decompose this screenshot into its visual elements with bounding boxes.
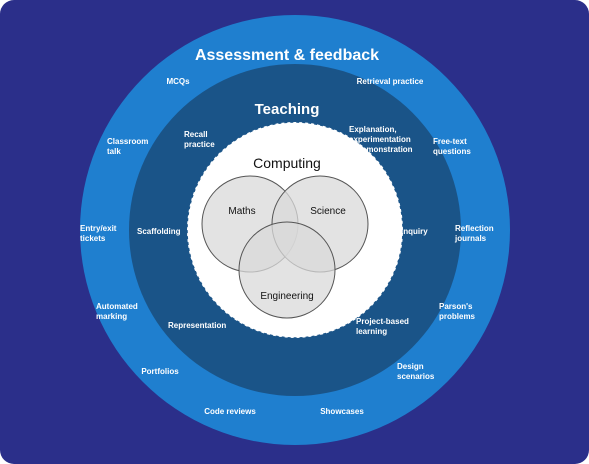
label-inquiry: Inquiry <box>401 227 428 236</box>
label-code-reviews: Code reviews <box>204 407 256 416</box>
label-portfolios: Portfolios <box>141 367 179 376</box>
label-retrieval-practice: Retrieval practice <box>357 77 424 86</box>
label-design-scenarios: Design scenarios <box>397 362 435 381</box>
label-parsons-problems: Parson's problems <box>439 302 476 321</box>
computing-title: Computing <box>253 155 321 171</box>
venn-label-maths: Maths <box>228 206 255 217</box>
label-scaffolding: Scaffolding <box>137 227 181 236</box>
label-representation: Representation <box>168 321 226 330</box>
label-reflection-journals: Reflection journals <box>454 224 496 243</box>
assessment-title: Assessment & feedback <box>195 47 379 64</box>
label-explanation: Explanation, experimentation & demonstra… <box>349 125 413 154</box>
label-free-text-questions: Free-text questions <box>433 137 471 156</box>
computing-core-dashed-border <box>186 121 404 339</box>
label-recall-practice: Recall practice <box>184 130 215 149</box>
label-entry-exit-tickets: Entry/exit tickets <box>80 224 119 243</box>
label-classroom-talk: Classroom talk <box>107 137 151 156</box>
venn-label-science: Science <box>310 206 346 217</box>
venn-label-engineering: Engineering <box>260 291 313 302</box>
label-showcases: Showcases <box>320 407 364 416</box>
venn-diagram <box>201 175 369 319</box>
teaching-title: Teaching <box>255 101 320 118</box>
label-automated-marking: Automated marking <box>96 302 140 321</box>
label-mcqs: MCQs <box>166 77 190 86</box>
label-project-based-learning: Project-based learning <box>356 317 411 336</box>
venn-circle-engineering <box>238 221 336 319</box>
